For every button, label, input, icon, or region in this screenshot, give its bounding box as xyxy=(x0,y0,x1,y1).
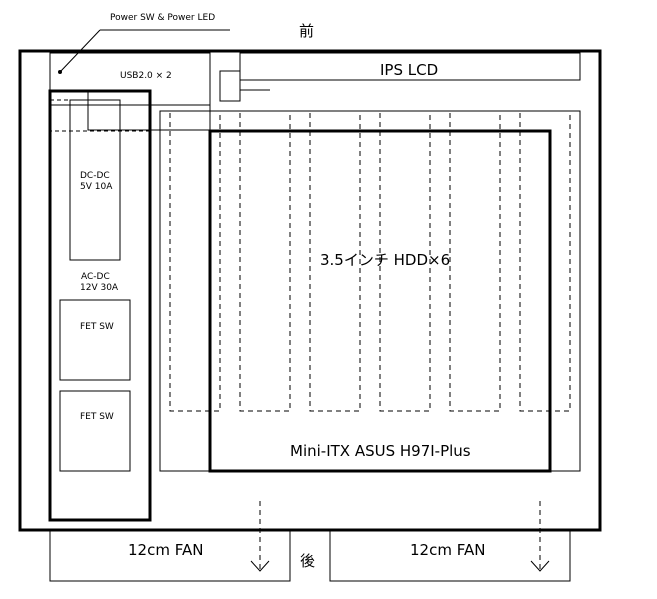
usb-module-dashed xyxy=(49,90,151,132)
usb-cable xyxy=(87,91,210,131)
lcd-controller xyxy=(219,70,241,102)
dcdc-converter xyxy=(69,99,121,261)
acdc-label-line1: AC-DC xyxy=(81,272,110,282)
fan-right-label: 12cm FAN xyxy=(410,541,485,559)
fan-left xyxy=(49,530,291,582)
fan-right xyxy=(329,530,571,582)
motherboard xyxy=(208,129,552,473)
airflow-arrow-left xyxy=(250,501,270,572)
power-sw-dot xyxy=(58,70,62,74)
hdd-slot-3 xyxy=(309,110,361,412)
fet-sw-2 xyxy=(59,390,131,472)
hdd-slot-1 xyxy=(169,110,221,412)
dcdc-label-line2: 5V 10A xyxy=(80,182,113,192)
fet-sw-1-label: FET SW xyxy=(80,322,114,332)
fet-sw-2-label: FET SW xyxy=(80,412,114,422)
back-label: 後 xyxy=(300,552,315,570)
ips-lcd-label: IPS LCD xyxy=(380,61,438,79)
motherboard-label: Mini-ITX ASUS H97I-Plus xyxy=(290,442,471,460)
fet-sw-1 xyxy=(59,299,131,381)
case-outline xyxy=(18,49,602,532)
usb-label: USB2.0 × 2 xyxy=(120,71,172,81)
psu-bay xyxy=(48,89,152,522)
hdd-cage xyxy=(159,110,581,472)
hdd-slot-5 xyxy=(449,110,501,412)
hdd-slot-4 xyxy=(379,110,431,412)
dcdc-label-line1: DC-DC xyxy=(80,171,110,181)
fan-left-label: 12cm FAN xyxy=(128,541,203,559)
ips-lcd xyxy=(239,52,581,81)
hdd-slot-2 xyxy=(239,110,291,412)
front-label: 前 xyxy=(299,22,314,40)
hdd-label: 3.5インチ HDD×6 xyxy=(320,251,450,269)
hdd-slots xyxy=(169,110,571,412)
airflow-arrow-right xyxy=(530,501,550,572)
power-sw-label: Power SW & Power LED xyxy=(110,13,215,23)
acdc-label-line2: 12V 30A xyxy=(80,283,119,293)
hdd-slot-6 xyxy=(519,110,571,412)
